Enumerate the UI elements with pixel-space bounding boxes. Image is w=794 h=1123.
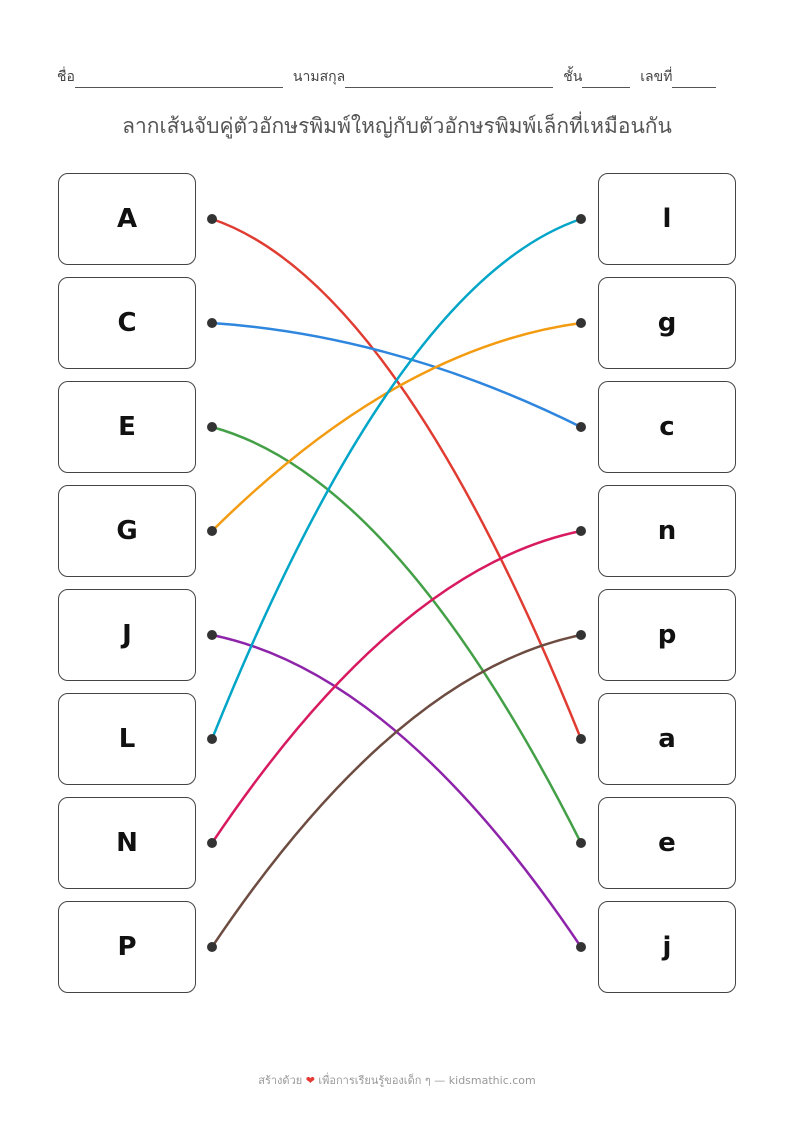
left-connector-dot[interactable] — [207, 526, 217, 536]
match-line-G-g — [211, 321, 582, 532]
left-letter-box-J[interactable]: J — [58, 589, 196, 681]
match-line-E-e — [211, 425, 583, 844]
match-line-P-p — [210, 633, 582, 948]
right-connector-dot[interactable] — [576, 942, 586, 952]
name-label: ชื่อ — [57, 69, 75, 85]
left-connector-dot[interactable] — [207, 630, 217, 640]
instruction-title: ลากเส้นจับคู่ตัวอักษรพิมพ์ใหญ่กับตัวอักษ… — [122, 114, 672, 138]
left-connector-dot[interactable] — [207, 942, 217, 952]
left-letter-box-A[interactable]: A — [58, 173, 196, 265]
right-connector-dot[interactable] — [576, 526, 586, 536]
right-connector-dot[interactable] — [576, 214, 586, 224]
match-line-L-l — [210, 217, 582, 740]
footer: สร้างด้วย ❤ เพื่อการเรียนรู้ของเด็ก ๆ — … — [0, 1071, 794, 1089]
left-connector-dot[interactable] — [207, 734, 217, 744]
left-connector-dot[interactable] — [207, 214, 217, 224]
left-letter-box-N[interactable]: N — [58, 797, 196, 889]
number-label: เลขที่ — [640, 69, 673, 85]
right-connector-dot[interactable] — [576, 630, 586, 640]
match-line-J-j — [211, 633, 583, 948]
number-field[interactable] — [672, 71, 717, 88]
left-letter-box-P[interactable]: P — [58, 901, 196, 993]
right-connector-dot[interactable] — [576, 318, 586, 328]
right-letter-box-p[interactable]: p — [598, 589, 736, 681]
match-line-C-c — [211, 321, 582, 429]
right-letter-box-e[interactable]: e — [598, 797, 736, 889]
student-info-header: ชื่อ นามสกุล ชั้น เลขที่ — [57, 66, 749, 88]
left-letter-box-L[interactable]: L — [58, 693, 196, 785]
footer-suffix: เพื่อการเรียนรู้ของเด็ก ๆ — kidsmathic.c… — [318, 1074, 536, 1087]
right-connector-dot[interactable] — [576, 422, 586, 432]
class-label: ชั้น — [563, 69, 583, 85]
right-connector-dot[interactable] — [576, 838, 586, 848]
surname-label: นามสกุล — [292, 69, 346, 85]
left-letter-box-E[interactable]: E — [58, 381, 196, 473]
left-letter-box-G[interactable]: G — [58, 485, 196, 577]
left-letter-box-C[interactable]: C — [58, 277, 196, 369]
left-connector-dot[interactable] — [207, 838, 217, 848]
right-letter-box-g[interactable]: g — [598, 277, 736, 369]
name-field[interactable] — [74, 71, 283, 88]
left-connector-dot[interactable] — [207, 318, 217, 328]
surname-field[interactable] — [345, 71, 554, 88]
right-connector-dot[interactable] — [576, 734, 586, 744]
match-line-N-n — [210, 529, 582, 844]
class-field[interactable] — [582, 71, 631, 88]
right-letter-box-n[interactable]: n — [598, 485, 736, 577]
right-letter-box-l[interactable]: l — [598, 173, 736, 265]
left-connector-dot[interactable] — [207, 422, 217, 432]
right-letter-box-c[interactable]: c — [598, 381, 736, 473]
right-letter-box-a[interactable]: a — [598, 693, 736, 785]
footer-prefix: สร้างด้วย — [258, 1074, 303, 1087]
right-letter-box-j[interactable]: j — [598, 901, 736, 993]
heart-icon: ❤ — [305, 1074, 315, 1087]
